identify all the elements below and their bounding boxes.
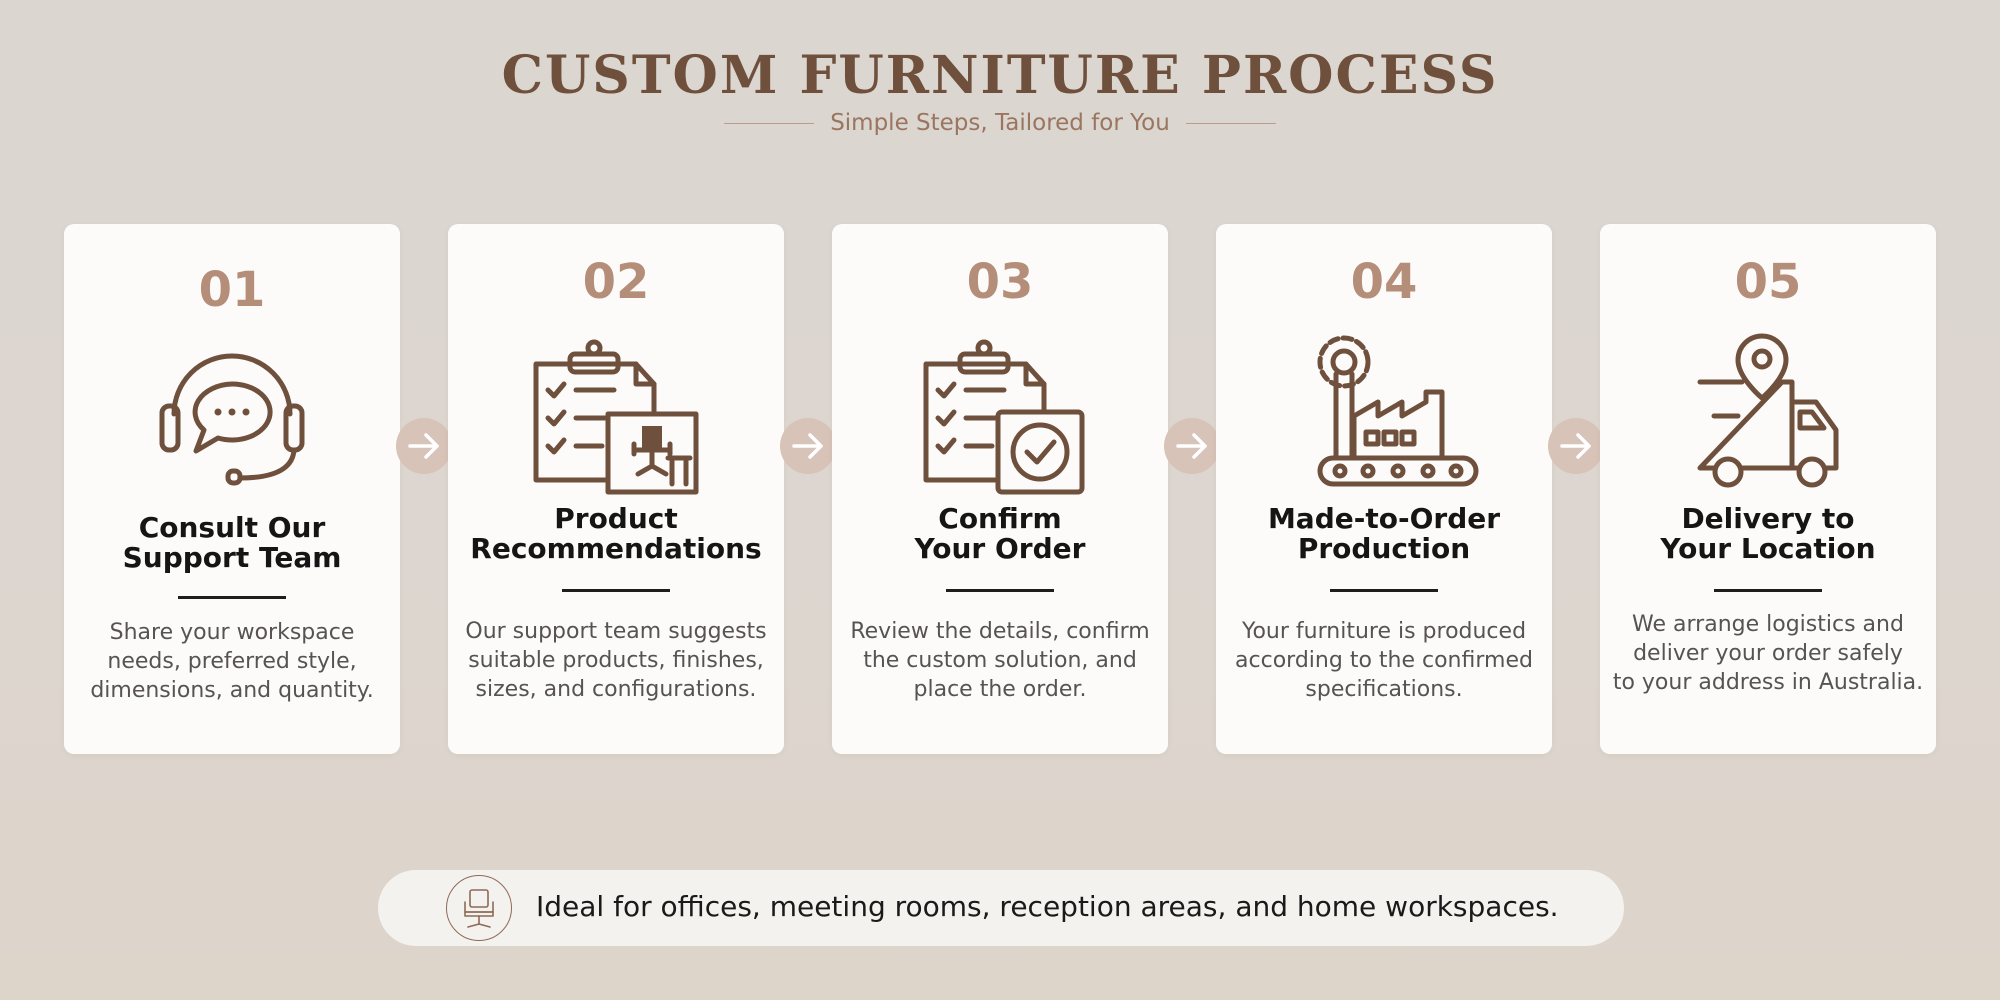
description-line: suitable products, finishes, (468, 648, 764, 673)
subtitle-divider-right (1185, 122, 1276, 124)
step-description: Your furniture is produced according to … (1224, 617, 1544, 704)
step-title-line: Your Order (914, 532, 1086, 565)
subtitle-row: Simple Steps, Tailored for You (0, 108, 2000, 138)
page-subtitle: Simple Steps, Tailored for You (830, 110, 1170, 136)
step-description: Our support team suggests suitable produ… (456, 617, 776, 704)
footer-text: Ideal for offices, meeting rooms, recept… (536, 890, 1559, 923)
footer-banner: Ideal for offices, meeting rooms, recept… (378, 870, 1624, 946)
step-card-5: 05 Delivery to Your Location We arrange … (1600, 224, 1936, 754)
clipboard-office-chair-icon (533, 339, 699, 495)
step-title-line: Recommendations (470, 532, 762, 565)
title-underline (1714, 589, 1822, 592)
description-line: Your furniture is produced (1241, 619, 1527, 644)
step-description: We arrange logistics and deliver your or… (1608, 610, 1928, 697)
title-underline (946, 589, 1054, 592)
subtitle-divider-left (724, 122, 815, 124)
description-line: Our support team suggests (465, 619, 767, 644)
step-title: Made-to-Order Production (1216, 504, 1552, 564)
description-line: needs, preferred style, (107, 649, 357, 674)
office-chair-icon (446, 875, 512, 941)
step-card-4: 04 Made-to-Order Production Your furnitu… (1216, 224, 1552, 754)
delivery-truck-pin-icon (1697, 333, 1839, 488)
step-card-3: 03 Confirm Your Order Review the details… (832, 224, 1168, 754)
description-line: deliver your order safely (1633, 641, 1903, 666)
step-description: Review the details, confirm the custom s… (840, 617, 1160, 704)
step-title-line: Your Location (1660, 532, 1876, 565)
step-title-line: Made-to-Order (1267, 502, 1501, 535)
description-line: We arrange logistics and (1632, 612, 1904, 637)
arrow-right-icon (1548, 418, 1604, 474)
title-underline (178, 596, 286, 599)
headset-chat-icon (159, 353, 305, 486)
step-title-line: Production (1297, 532, 1471, 565)
step-card-2: 02 Product Recommendations Our support t… (448, 224, 784, 754)
step-title: Product Recommendations (448, 504, 784, 564)
step-number: 04 (1350, 254, 1418, 310)
description-line: Review the details, confirm (850, 619, 1150, 644)
step-title-line: Consult Our (138, 511, 326, 544)
description-line: the custom solution, and (863, 648, 1137, 673)
step-title: Delivery to Your Location (1600, 504, 1936, 564)
description-line: Share your workspace (109, 620, 355, 645)
step-description: Share your workspace needs, preferred st… (72, 618, 392, 705)
step-title: Confirm Your Order (832, 504, 1168, 564)
factory-conveyor-icon (1317, 335, 1479, 487)
description-line: dimensions, and quantity. (90, 678, 374, 703)
description-line: according to the confirmed (1235, 648, 1533, 673)
step-number: 02 (582, 254, 650, 310)
step-title-line: Confirm (938, 502, 1062, 535)
step-title: Consult Our Support Team (64, 513, 400, 573)
description-line: place the order. (913, 677, 1087, 702)
step-number: 05 (1734, 254, 1802, 310)
arrow-right-icon (396, 418, 452, 474)
description-line: sizes, and configurations. (475, 677, 757, 702)
description-line: to your address in Australia. (1612, 670, 1924, 695)
step-number: 03 (966, 254, 1034, 310)
step-title-line: Delivery to (1681, 502, 1855, 535)
title-underline (1330, 589, 1438, 592)
step-number: 01 (198, 262, 266, 318)
description-line: specifications. (1305, 677, 1463, 702)
step-title-line: Support Team (122, 541, 342, 574)
title-underline (562, 589, 670, 592)
step-title-line: Product (554, 502, 678, 535)
step-card-1: 01 Consult Our Support Team Share your w… (64, 224, 400, 754)
arrow-right-icon (780, 418, 836, 474)
arrow-right-icon (1164, 418, 1220, 474)
page-title: CUSTOM FURNITURE PROCESS (501, 45, 1499, 106)
clipboard-check-icon (923, 339, 1085, 495)
